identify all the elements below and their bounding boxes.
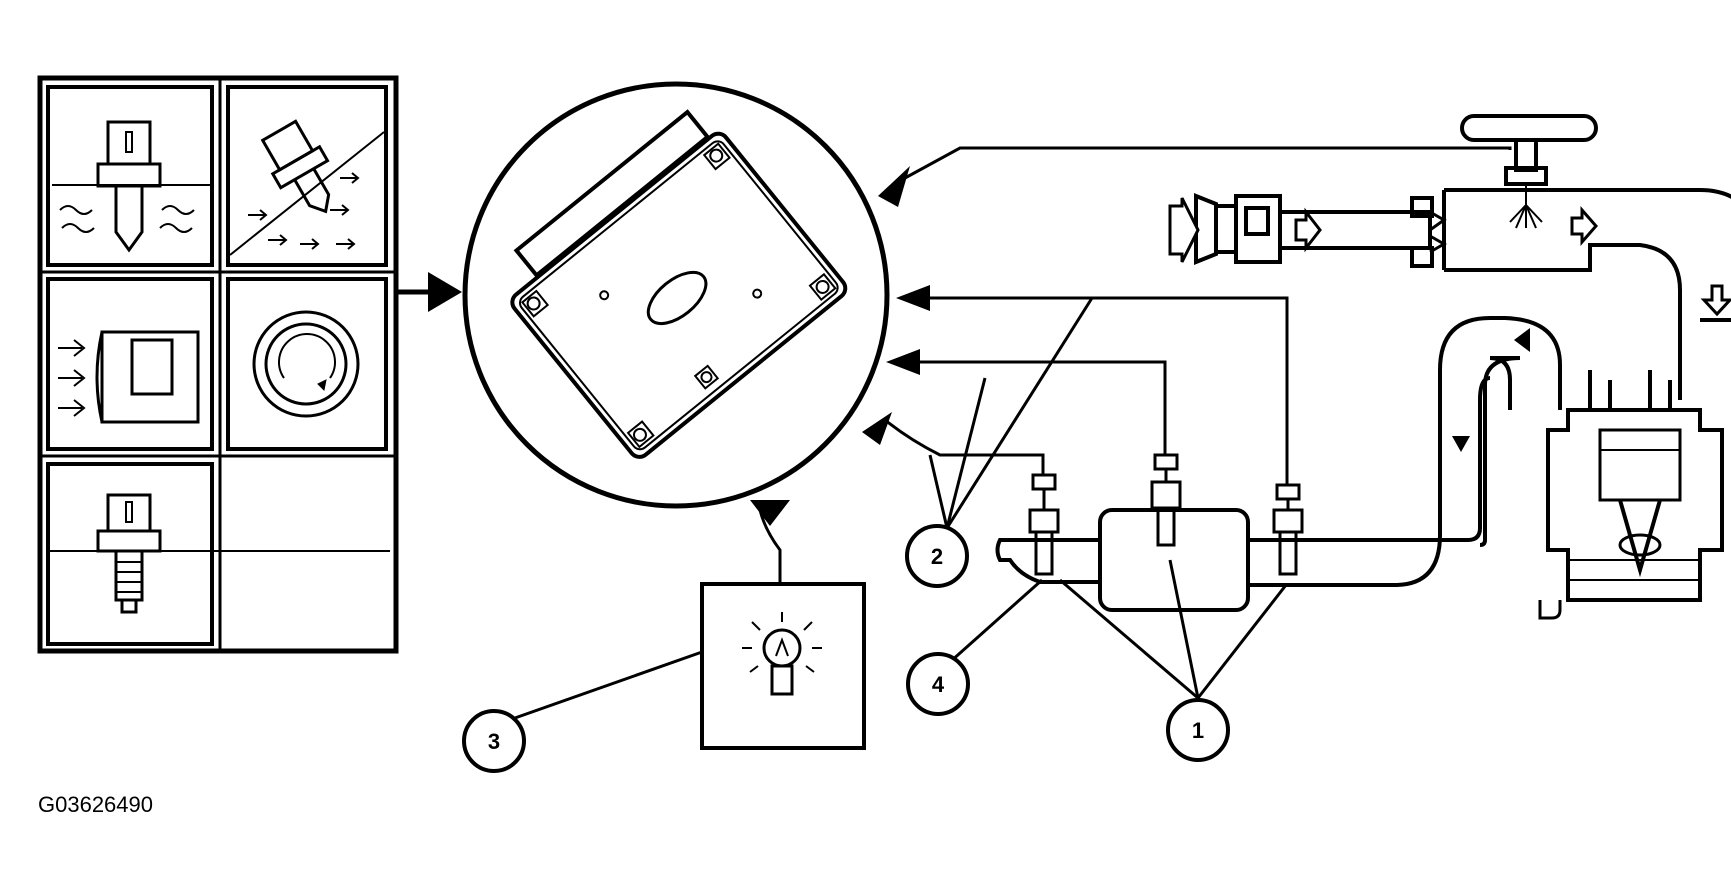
exhaust-flow-arrows <box>1452 328 1530 452</box>
svg-text:3: 3 <box>488 729 500 754</box>
callout-leaders <box>497 297 1288 726</box>
ecm-input-arrows <box>750 166 930 526</box>
oxygen-sensors <box>1028 453 1304 576</box>
engine-control-module <box>462 81 890 509</box>
downstream-oxygen-sensor <box>1272 483 1304 576</box>
exhaust-system <box>995 316 1562 612</box>
figure-id: G03626490 <box>38 792 153 817</box>
catalyst-monitor-sensor <box>1150 453 1182 547</box>
svg-text:4: 4 <box>932 672 945 697</box>
engine-cylinder <box>1538 370 1724 620</box>
malfunction-indicator-lamp <box>700 582 866 750</box>
sensor-panel <box>37 75 399 654</box>
callout-1: 1 <box>1166 698 1230 762</box>
mass-air-flow-sensor-icon <box>46 277 214 451</box>
intake-system <box>1194 114 1731 400</box>
crankshaft-position-reluctor-icon <box>226 277 388 451</box>
sensor-input-arrow <box>396 272 462 312</box>
svg-text:1: 1 <box>1192 718 1204 743</box>
coolant-temperature-sensor-icon <box>46 85 214 267</box>
intake-air-temperature-sensor-icon <box>226 85 388 267</box>
intake-flow-arrows <box>1168 197 1731 317</box>
signal-wiring <box>758 146 1512 584</box>
svg-text:2: 2 <box>931 544 943 569</box>
fuel-injector-spray <box>1509 185 1543 229</box>
callout-4: 4 <box>906 652 970 716</box>
callout-2: 2 <box>905 524 969 588</box>
pressure-sensor-icon <box>46 462 390 646</box>
upstream-oxygen-sensor <box>1028 473 1060 576</box>
callout-3: 3 <box>462 709 526 773</box>
